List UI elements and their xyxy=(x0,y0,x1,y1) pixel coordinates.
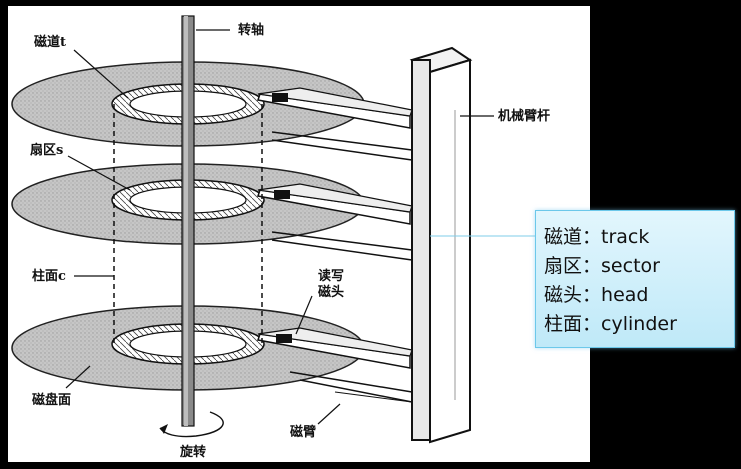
legend-english: sector xyxy=(601,255,660,277)
label-arm-bar: 机械臂杆 xyxy=(498,108,550,124)
label-cylinder: 柱面c xyxy=(32,268,66,284)
label-sector: 扇区s xyxy=(30,142,63,158)
legend-term: 磁头 xyxy=(544,284,583,306)
legend-sep: ： xyxy=(582,226,602,248)
arm-bottom xyxy=(257,327,413,403)
label-spindle: 转轴 xyxy=(238,22,264,38)
label-arm: 磁臂 xyxy=(290,424,316,440)
label-rw-head-line2: 磁头 xyxy=(318,284,344,300)
glossary-box: 磁道：track 扇区：sector 磁头：head 柱面：cylinder xyxy=(535,210,735,348)
legend-english: track xyxy=(601,226,650,248)
legend-item-sector: 扇区：sector xyxy=(544,252,734,281)
rotation-arrow-icon xyxy=(159,411,224,438)
legend-term: 扇区 xyxy=(544,255,583,277)
arm-bar xyxy=(409,46,473,444)
spindle xyxy=(181,15,195,427)
legend-term: 磁道 xyxy=(544,226,583,248)
label-platter-surface: 磁盘面 xyxy=(32,392,71,408)
legend-term: 柱面 xyxy=(544,313,583,335)
legend-item-cylinder: 柱面：cylinder xyxy=(544,310,734,339)
legend-english: cylinder xyxy=(601,313,677,335)
legend-sep: ： xyxy=(582,255,602,277)
legend-sep: ： xyxy=(582,313,602,335)
legend-sep: ： xyxy=(582,284,602,306)
label-rotation: 旋转 xyxy=(179,444,206,460)
legend-item-track: 磁道：track xyxy=(544,223,734,252)
arm-top xyxy=(257,87,413,161)
label-track: 磁道t xyxy=(34,34,66,50)
cylinder-lines xyxy=(113,104,263,344)
legend-item-head: 磁头：head xyxy=(544,281,734,310)
arm-middle xyxy=(257,183,413,261)
leader-lines xyxy=(65,29,494,425)
legend-english: head xyxy=(601,284,649,306)
label-rw-head-line1: 读写 xyxy=(318,268,344,284)
